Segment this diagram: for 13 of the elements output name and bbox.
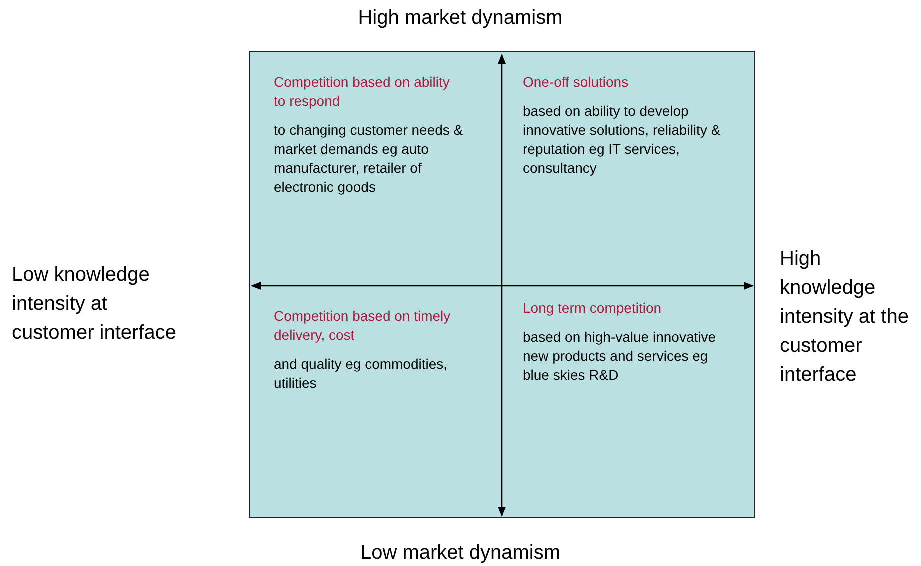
quadrant-description: and quality eg commodities, utilities	[274, 355, 449, 393]
quadrant-description: to changing customer needs & market demands eg auto manufacturer, retailer of electronic goods	[274, 121, 464, 197]
quadrant-heading: Long term competition	[523, 299, 663, 318]
axis-label: Low knowledge intensity at customer interface	[12, 263, 178, 346]
axis-label: Low market dynamism	[359, 541, 562, 566]
axis-label: High market dynamism	[357, 6, 564, 31]
quadrant-description: based on high-value innovative new products and services eg blue skies R&D	[523, 328, 718, 385]
quadrant-description: based on ability to develop innovative solutions, reliability & reputation eg IT services, consultancy	[523, 102, 721, 178]
quadrant-heading: Competition based on timely delivery, cost	[274, 307, 452, 345]
axis-label: High knowledge intensity at the customer interface	[780, 247, 910, 388]
quadrant-panel	[249, 51, 755, 518]
quadrant-heading: Competition based on ability to respond	[274, 73, 451, 111]
quadrant-heading: One-off solutions	[523, 73, 630, 92]
